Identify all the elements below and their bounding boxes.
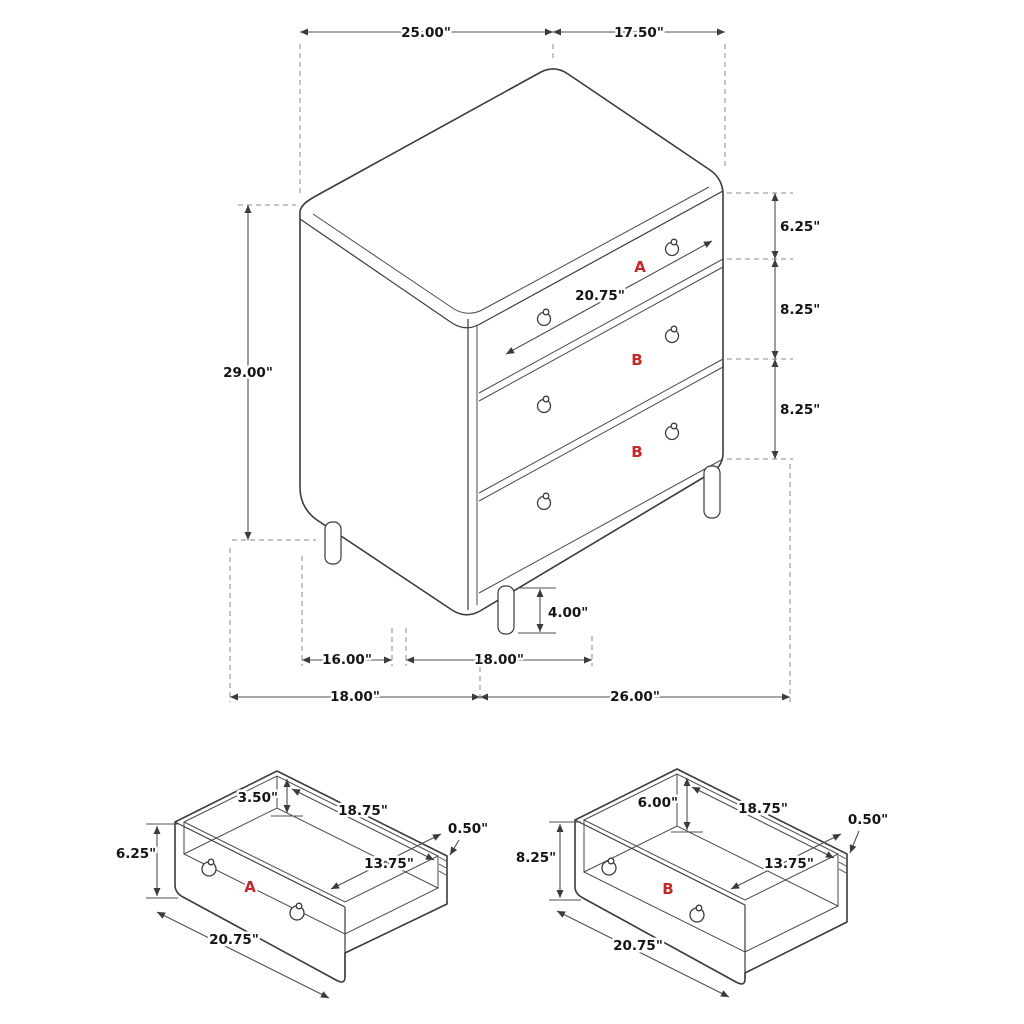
drawer-b-knob-left-icon bbox=[601, 857, 617, 876]
dim-a-inner-depth-line bbox=[330, 833, 442, 890]
dim-leg-span-width-label: 18.00" bbox=[474, 652, 524, 668]
dim-b-wall-thickness-leader bbox=[849, 830, 860, 854]
drawer3-letter: B bbox=[631, 443, 642, 461]
drawer2-knob-left-icon bbox=[536, 395, 552, 414]
top-slab-under-edge bbox=[299, 190, 724, 329]
dim-a-wall-thickness-label: 0.50" bbox=[448, 821, 488, 837]
dim-a-front-width-label: 20.75" bbox=[209, 932, 259, 948]
dim-b-front-height-label: 8.25" bbox=[516, 850, 556, 866]
drawer-divider-2a bbox=[478, 358, 724, 494]
drawer-b-letter: B bbox=[662, 880, 673, 898]
main-isometric-view: A B B 25.00" 17.50" 6.25" 8.25" 8.25" 29… bbox=[221, 23, 823, 708]
drawer-a-front-top-edge bbox=[174, 821, 346, 908]
dim-a-back-height-label: 3.50" bbox=[238, 790, 278, 806]
dim-drawer-face-width-line bbox=[505, 240, 713, 355]
left-leg bbox=[324, 521, 342, 565]
dim-b-front-width-label: 20.75" bbox=[613, 938, 663, 954]
drawer3-knob-left-icon bbox=[536, 492, 552, 511]
drawer-a-letter: A bbox=[244, 878, 256, 896]
drawer-a-knob-left-icon bbox=[201, 858, 217, 877]
drawer-a-outline bbox=[174, 770, 448, 983]
drawer1-letter: A bbox=[634, 258, 646, 276]
right-leg bbox=[703, 465, 721, 519]
drawer-divider-2b bbox=[478, 366, 724, 502]
top-surface-front-edge bbox=[312, 186, 710, 314]
drawer-a-detail-view: A 3.50" 18.75" 6.25" 0.50" 13.75" 20.75" bbox=[113, 770, 491, 999]
dim-drawer-face-width-label: 20.75" bbox=[575, 288, 625, 304]
dim-b-inner-depth-label: 13.75" bbox=[764, 856, 814, 872]
dim-top-width-label: 25.00" bbox=[401, 25, 451, 41]
chest-body-outline bbox=[299, 68, 724, 616]
front-leg bbox=[497, 585, 515, 635]
drawer3-knob-right-icon bbox=[664, 422, 680, 441]
dim-a-wall-thickness-leader bbox=[449, 839, 460, 856]
dim-overall-width-label: 26.00" bbox=[610, 689, 660, 705]
dim-overall-depth-label: 18.00" bbox=[330, 689, 380, 705]
dim-top-depth-label: 17.50" bbox=[614, 25, 664, 41]
dim-a-inner-depth-label: 13.75" bbox=[364, 856, 414, 872]
dim-a-inner-width-label: 18.75" bbox=[338, 803, 388, 819]
dim-a-front-width-line bbox=[156, 911, 330, 999]
dim-b-wall-thickness-label: 0.50" bbox=[848, 812, 888, 828]
dim-b-inner-depth-line bbox=[730, 833, 842, 890]
dim-b-back-height-label: 6.00" bbox=[638, 795, 678, 811]
dim-drawer2-height-label: 8.25" bbox=[780, 302, 820, 318]
dim-b-inner-width-label: 18.75" bbox=[738, 801, 788, 817]
dim-a-front-height-label: 6.25" bbox=[116, 846, 156, 862]
dim-drawer3-height-label: 8.25" bbox=[780, 402, 820, 418]
drawer2-letter: B bbox=[631, 351, 642, 369]
dim-leg-span-depth-label: 16.00" bbox=[322, 652, 372, 668]
dim-drawer1-height-label: 6.25" bbox=[780, 219, 820, 235]
dim-b-front-width-line bbox=[556, 910, 730, 998]
drawer-b-detail-view: B 6.00" 18.75" 8.25" 0.50" 13.75" 20.75" bbox=[513, 768, 891, 998]
dim-leg-height-label: 4.00" bbox=[548, 605, 588, 621]
dim-overall-height-label: 29.00" bbox=[223, 365, 273, 381]
drawer-face-bottom-edge bbox=[478, 458, 724, 594]
drawer-b-front-top-edge bbox=[574, 819, 746, 906]
